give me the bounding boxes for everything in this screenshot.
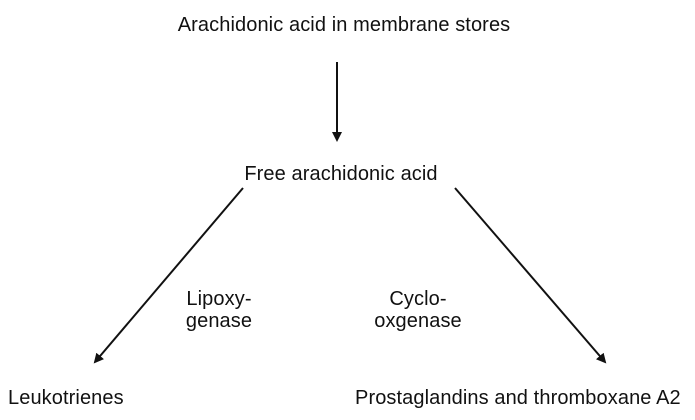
lipoxygenase-line-2: genase	[185, 310, 253, 332]
arrow-free-to-prostaglandins	[454, 187, 607, 364]
lipoxygenase-edge-label: Lipoxy- genase	[186, 288, 252, 332]
prostaglandins-node-label: Prostaglandins and thromboxane A2	[355, 387, 681, 409]
cyclooxygenase-edge-label: Cyclo- oxgenase	[374, 288, 462, 332]
lipoxygenase-line-1: Lipoxy-	[186, 288, 252, 310]
arrow-free-to-leukotrienes	[93, 187, 244, 364]
leukotrienes-node-label: Leukotrienes	[8, 387, 124, 409]
free-acid-node-label: Free arachidonic acid	[244, 163, 438, 185]
cyclooxygenase-line-1: Cyclo-	[389, 288, 447, 310]
source-node-label: Arachidonic acid in membrane stores	[177, 14, 511, 36]
cyclooxygenase-line-2: oxgenase	[374, 310, 462, 332]
